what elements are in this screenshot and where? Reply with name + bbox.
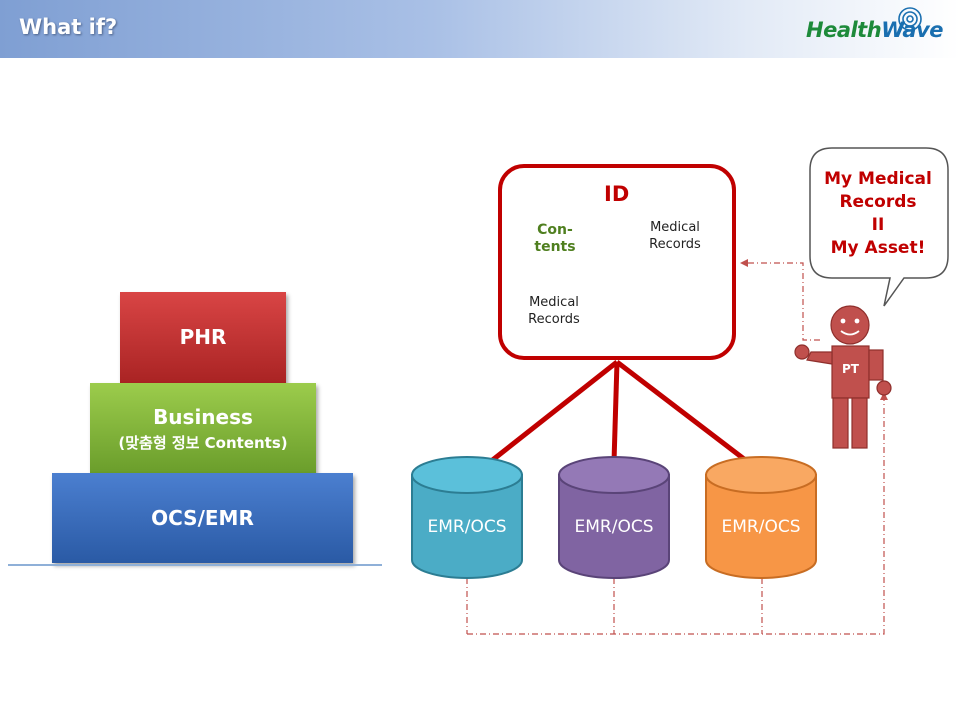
title-bar <box>0 0 960 58</box>
speech-bubble <box>809 147 949 307</box>
healthwave-logo: HealthWave <box>806 18 944 42</box>
speech-bubble-text: My Medical Records II My Asset! <box>808 168 948 260</box>
page-title: What if? <box>19 15 118 39</box>
logo-text-health: Health <box>806 18 882 42</box>
database-label: EMR/OCS <box>427 517 507 537</box>
database-label: EMR/OCS <box>721 517 801 537</box>
pyramid-phr-block: PHR <box>120 292 286 384</box>
pyramid-phr-label: PHR <box>179 325 227 349</box>
pyramid-baseline <box>8 564 382 566</box>
id-connector-lines <box>488 360 750 464</box>
arrow-left-icon <box>740 259 748 267</box>
patient-figure <box>794 305 892 449</box>
id-label: ID <box>604 182 630 206</box>
speech-line: My Medical <box>824 169 932 189</box>
emr-database-purple <box>558 456 670 579</box>
arrow-up-icon <box>880 392 888 400</box>
pyramid-ocs-block: OCS/EMR <box>52 473 353 563</box>
wave-signal-icon <box>898 7 922 31</box>
id-container <box>498 164 736 360</box>
pyramid-business-sublabel: (맞춤형 정보 Contents) <box>118 434 288 452</box>
pyramid-business-block: Business (맞춤형 정보 Contents) <box>90 383 316 474</box>
emr-database-orange <box>705 456 817 579</box>
patient-label: PT <box>842 362 859 376</box>
speech-line: My Asset! <box>830 238 926 258</box>
data-flow-dashed-lines <box>466 262 885 635</box>
emr-database-teal <box>411 456 523 579</box>
speech-line: Records <box>839 192 917 212</box>
pyramid-ocs-label: OCS/EMR <box>151 506 254 530</box>
pyramid-business-label: Business <box>153 405 253 429</box>
medical-records-blue-text: Medical Records <box>528 295 580 327</box>
database-label: EMR/OCS <box>574 517 654 537</box>
patient-face <box>840 318 860 324</box>
contents-note-text: Con- tents <box>534 222 576 255</box>
speech-line: II <box>871 215 885 235</box>
medical-records-yellow-text: Medical Records <box>649 220 701 252</box>
